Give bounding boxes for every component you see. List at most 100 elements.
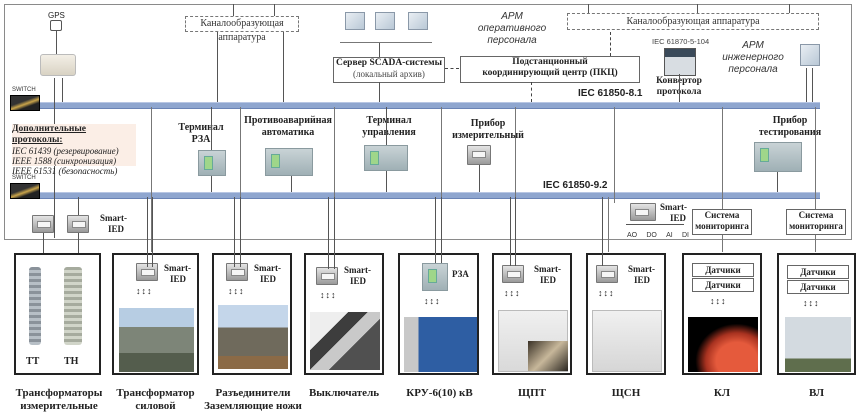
smart-ied-io-icon (630, 203, 656, 221)
monitoring1-line (722, 107, 723, 252)
smart-ied-line-1: Smart- (254, 263, 281, 273)
smart-ied-io-line-2: IED (670, 213, 687, 223)
smart-ied-icon (136, 263, 158, 281)
bidirectional-arrows-icon: ↕↕↕ (598, 288, 615, 298)
bay-title-dc-panel: ЩПТ (518, 387, 546, 399)
smart-ied-icon (316, 267, 338, 285)
bay7-link-a (602, 197, 603, 266)
io-label-ai: AI (666, 232, 673, 239)
station-bus-label: IEC 61850-8.1 (578, 88, 643, 99)
operator-monitor-icon-3 (408, 12, 428, 30)
scada-to-bus-line (379, 82, 380, 102)
eng-monitor-line-2 (812, 68, 813, 102)
coordination-center-line-1: Подстанционный (512, 57, 588, 67)
disconnectors-photo (218, 305, 288, 369)
bidirectional-arrows-icon: ↕↕↕ (803, 298, 820, 308)
bidirectional-arrows-icon: ↕↕↕ (228, 286, 245, 296)
sensors-box: Датчики (692, 263, 754, 277)
gps-receiver-icon (40, 54, 76, 76)
testing-device-icon (754, 142, 802, 172)
bidirectional-arrows-icon: ↕↕↕ (136, 286, 153, 296)
smart-ied-icon-tt (32, 215, 54, 233)
smart-ied-icon-tn (67, 215, 89, 233)
gps-label: GPS (48, 11, 65, 20)
voltage-transformer-image (64, 267, 82, 345)
terminal-rza-line-1: Терминал (178, 122, 224, 133)
smart-ied-line-2: IED (260, 274, 277, 284)
coordination-center-box: Подстанционный координирующий центр (ПКЦ… (460, 56, 640, 83)
column-divider (334, 107, 335, 252)
protocol-converter-line-2: протокола (648, 87, 710, 98)
smart-ied-icon (596, 265, 618, 283)
smart-ied-line-2: IED (108, 224, 125, 234)
process-bus-line (30, 192, 820, 199)
bay-title-breaker: Выключатель (308, 387, 380, 399)
smart-ied-label-left: Smart- IED (100, 213, 127, 235)
bay3-link-b (240, 197, 241, 267)
smart-ied-line-2: IED (634, 275, 651, 285)
scada-server-subtitle: (локальный архив) (353, 69, 425, 79)
monitoring-system-line-1: Система (704, 210, 740, 220)
tn-line (78, 233, 79, 255)
engineering-monitor-icon (800, 44, 820, 66)
bay4-link-a (328, 197, 329, 269)
uplink-line-2 (274, 4, 275, 18)
tt-line (43, 233, 44, 255)
testing-device-line-2: тестирования (758, 127, 822, 138)
iec-104-label: IEC 61870-5-104 (652, 37, 710, 46)
testing-device-line-1: Прибор (772, 115, 808, 126)
switch-icon-bottom (10, 183, 40, 199)
bay-title-instrument-transformers: Трансформаторы измерительные (4, 387, 114, 413)
gps-to-station-bus-line (62, 78, 63, 102)
bay-title-line-1: Трансформаторы (15, 387, 103, 399)
control-terminal-device-icon (364, 145, 408, 171)
smart-ied-icon (502, 265, 524, 283)
tt-label: ТТ (26, 356, 40, 367)
smart-ied-line-2: IED (350, 276, 367, 286)
overhead-line-photo (785, 317, 851, 372)
smart-ied-label: Smart- IED (254, 263, 281, 285)
breaker-photo (310, 312, 380, 370)
bay5-link-a (435, 197, 436, 263)
monitoring-system-box-1: Система мониторинга (692, 209, 752, 235)
sensors-box: Датчики (787, 280, 849, 294)
smart-ied-line-2: IED (170, 274, 187, 284)
monitoring-system-line-2: мониторинга (695, 221, 749, 231)
process-bus-label: IEC 61850-9.2 (543, 180, 608, 191)
column-divider (151, 107, 152, 252)
testing-process-line (777, 172, 778, 192)
monitors-to-scada-line (379, 43, 380, 57)
station-bus-line (30, 102, 820, 109)
bidirectional-arrows-icon: ↕↕↕ (320, 290, 337, 300)
bay-title-line-1: Трансформатор (116, 387, 195, 399)
arm-operational-line-1: АРМ (501, 11, 523, 22)
bay-title-line-2: силовой (135, 400, 176, 412)
io-label-do: DO (646, 232, 657, 239)
emergency-automation-device-icon (265, 148, 313, 176)
tn-up-line (78, 197, 79, 215)
bay-instrument-transformers: ТТ ТН (14, 253, 101, 375)
smart-ied-line-1: Smart- (344, 265, 371, 275)
bay6-link-b (515, 197, 516, 266)
monitoring-system-line-1: Система (798, 210, 834, 220)
current-transformer-image (29, 267, 41, 345)
channel-equipment-left: Каналообразующая аппаратура (185, 16, 299, 43)
bay-title-overhead-line: ВЛ (808, 387, 825, 399)
bidirectional-arrows-icon: ↕↕↕ (504, 288, 521, 298)
ac-panel-photo (592, 310, 662, 372)
smart-ied-label: Smart- IED (164, 263, 191, 285)
smart-ied-io-line-1: Smart- (660, 202, 687, 212)
uplink-line-4 (697, 4, 698, 14)
bidirectional-arrows-icon: ↕↕↕ (710, 296, 727, 306)
smart-ied-icon (226, 263, 248, 281)
pkc-uplink-dashed (610, 32, 611, 56)
bay5-link-b (441, 197, 442, 263)
monitoring-system-box-2: Система мониторинга (786, 209, 846, 235)
bay2-link-b (152, 197, 153, 267)
control-terminal-line-2: управления (362, 127, 416, 138)
monitoring-system-line-2: мониторинга (789, 221, 843, 231)
smart-ied-line-2: IED (540, 275, 557, 285)
protocol-item: IEC 61439 (резервирование) (12, 146, 119, 156)
smart-ied-line-1: Smart- (100, 213, 127, 223)
bay-disconnectors: Smart- IED ↕↕↕ (212, 253, 292, 375)
